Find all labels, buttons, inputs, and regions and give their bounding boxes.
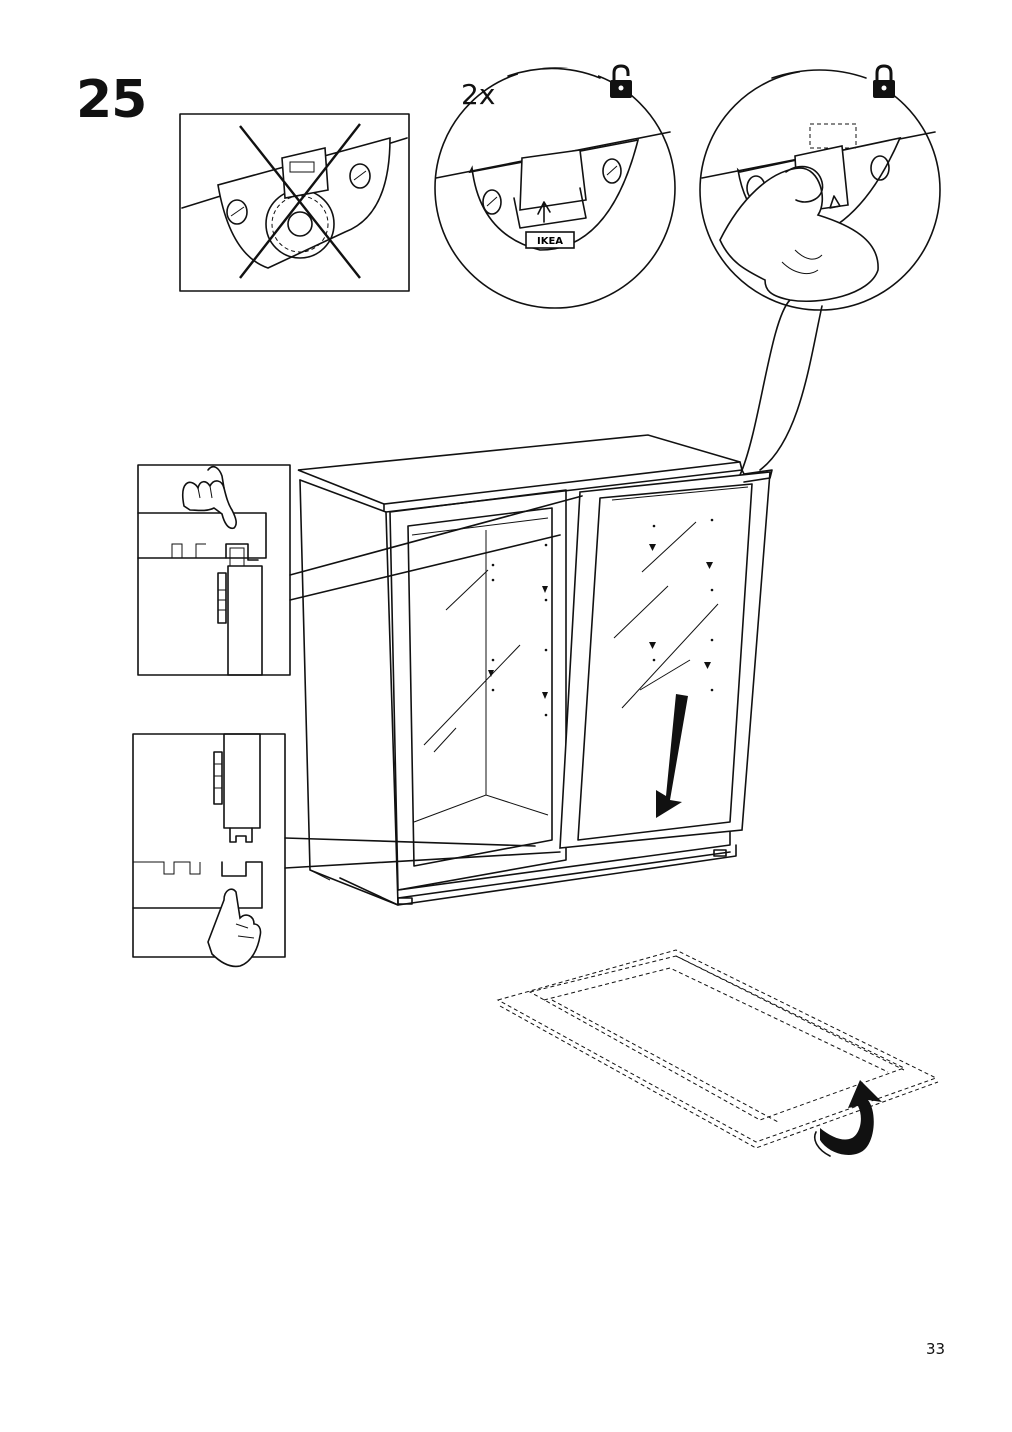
top-rail-detail: [137, 464, 291, 676]
brand-mark: IKEA: [537, 236, 563, 247]
door-frame-flip-illustration: [496, 949, 939, 1157]
push-down-arrow-icon: [656, 694, 688, 818]
incorrect-hinge-detail: [179, 113, 410, 292]
quantity-label: 2x: [461, 78, 496, 111]
bottom-rail-detail: [132, 733, 286, 968]
padlock-open-icon: [610, 64, 632, 98]
page-number: 33: [926, 1340, 946, 1358]
hand-pushing-up-icon: [207, 888, 262, 968]
cabinet-illustration: [297, 434, 773, 906]
padlock-closed-icon: [873, 64, 895, 98]
locking-hinge-detail: [699, 64, 941, 476]
cross-mark-line-2: [239, 123, 361, 279]
step-number: 25: [76, 70, 147, 130]
rotate-arrow-icon: [814, 1080, 882, 1157]
hand-pointing-up-icon: [181, 465, 237, 530]
unlocked-hinge-detail: IKEA: [434, 64, 676, 309]
